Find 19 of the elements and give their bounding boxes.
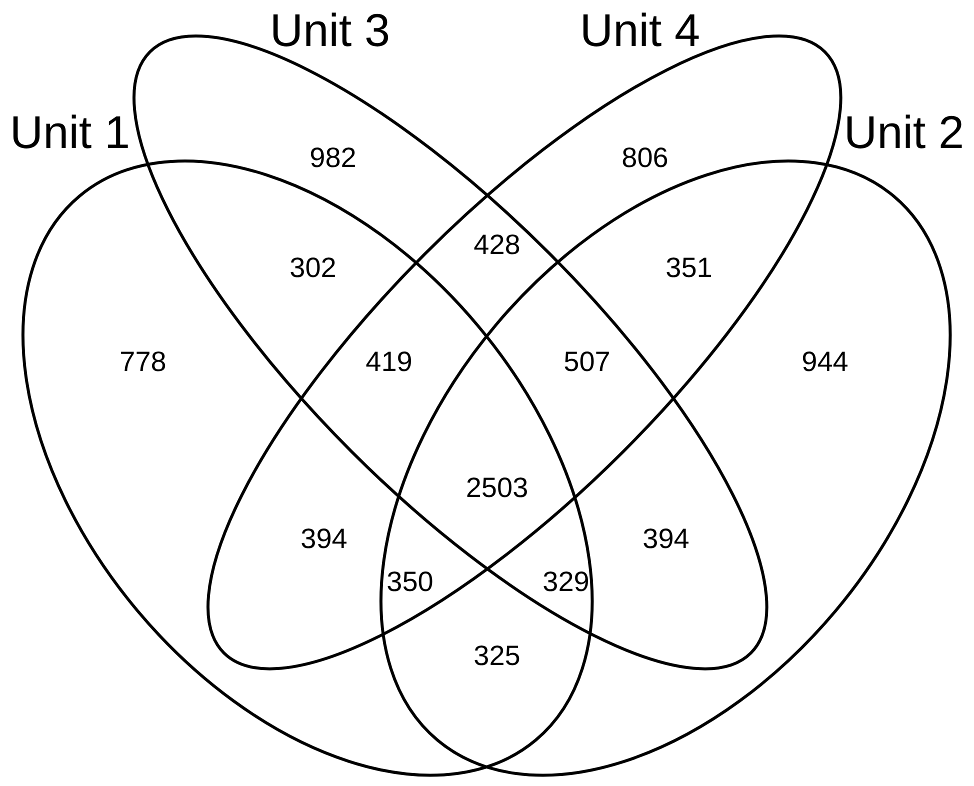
count-label: 806 (622, 144, 668, 172)
set-label: Unit 4 (580, 7, 700, 53)
count-label: 419 (366, 348, 412, 376)
count-label: 982 (310, 144, 356, 172)
count-label: 428 (474, 231, 520, 259)
count-label: 325 (474, 642, 520, 670)
count-label: 2503 (466, 474, 528, 502)
count-label: 507 (564, 348, 610, 376)
count-label: 329 (542, 568, 590, 596)
count-label: 394 (300, 525, 348, 553)
count-label: 394 (642, 525, 690, 553)
count-label: 350 (386, 568, 434, 596)
count-label: 351 (666, 254, 712, 282)
set-label: Unit 1 (10, 109, 130, 155)
set-label: Unit 2 (844, 109, 964, 155)
count-label: 302 (290, 254, 336, 282)
count-label: 944 (802, 348, 848, 376)
count-label: 778 (120, 348, 166, 376)
set-label: Unit 3 (270, 7, 390, 53)
